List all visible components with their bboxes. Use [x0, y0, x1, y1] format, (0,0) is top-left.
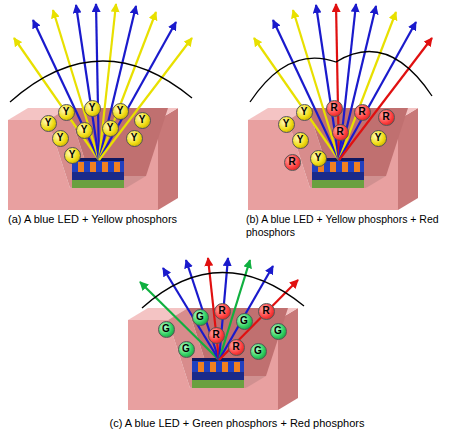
- phosphor-letter: Y: [315, 153, 322, 163]
- phosphor-particle: R: [214, 303, 231, 320]
- phosphor-letter: G: [182, 344, 190, 354]
- led-package-a: [8, 4, 192, 210]
- phosphor-letter: G: [162, 324, 170, 334]
- phosphor-particle: Y: [296, 104, 313, 121]
- phosphor-particle: Y: [64, 147, 81, 164]
- phosphor-particle: Y: [76, 122, 93, 139]
- phosphor-letter: Y: [283, 119, 290, 129]
- phosphor-letter: R: [336, 127, 343, 137]
- phosphor-letter: Y: [131, 133, 138, 143]
- phosphor-particle: Y: [278, 116, 295, 133]
- phosphor-letter: R: [262, 306, 269, 316]
- phosphor-particle: R: [228, 339, 245, 356]
- phosphor-letter: Y: [297, 135, 304, 145]
- led-package-b: [248, 4, 432, 210]
- phosphor-particle: Y: [112, 103, 129, 120]
- phosphor-letter: Y: [375, 133, 382, 143]
- phosphor-particle: Y: [58, 104, 75, 121]
- phosphor-particle: R: [284, 154, 301, 171]
- phosphor-letter: R: [288, 157, 295, 167]
- phosphor-letter: Y: [89, 103, 96, 113]
- panel-caption: (c) A blue LED + Green phosphors + Red p…: [40, 417, 434, 430]
- phosphor-particle: Y: [370, 130, 387, 147]
- phosphor-letter: G: [274, 326, 282, 336]
- phosphor-particle: R: [378, 109, 395, 126]
- panel-caption: (a) A blue LED + Yellow phosphors: [8, 213, 238, 226]
- phosphor-particle: Y: [102, 120, 119, 137]
- phosphor-particle: G: [158, 321, 175, 338]
- phosphor-letter: Y: [117, 106, 124, 116]
- phosphor-letter: G: [254, 346, 262, 356]
- phosphor-letter: R: [330, 103, 337, 113]
- phosphor-letter: Y: [45, 118, 52, 128]
- phosphor-letter: G: [240, 316, 248, 326]
- phosphor-particle: G: [236, 313, 253, 330]
- phosphor-particle: R: [326, 100, 343, 117]
- phosphor-letter: R: [218, 306, 225, 316]
- phosphor-letter: R: [232, 342, 239, 352]
- phosphor-particle: R: [354, 104, 371, 121]
- phosphor-particle: Y: [40, 115, 57, 132]
- phosphor-letter: R: [382, 112, 389, 122]
- phosphor-particle: G: [192, 309, 209, 326]
- phosphor-particle: Y: [52, 130, 69, 147]
- phosphor-letter: G: [196, 312, 204, 322]
- phosphor-letter: Y: [301, 107, 308, 117]
- phosphor-particle: G: [250, 343, 267, 360]
- phosphor-particle: G: [178, 341, 195, 358]
- phosphor-particle: R: [208, 327, 225, 344]
- phosphor-particle: Y: [292, 132, 309, 149]
- phosphor-particle: R: [258, 303, 275, 320]
- panel-caption: (b) A blue LED + Yellow phosphors + Red …: [246, 213, 472, 238]
- phosphor-letter: Y: [139, 115, 146, 125]
- phosphor-letter: Y: [69, 150, 76, 160]
- phosphor-letter: Y: [57, 133, 64, 143]
- phosphor-letter: R: [212, 330, 219, 340]
- led-package-c: [128, 258, 304, 410]
- phosphor-particle: G: [270, 323, 287, 340]
- phosphor-particle: Y: [310, 150, 327, 167]
- phosphor-particle: Y: [84, 100, 101, 117]
- phosphor-particle: Y: [134, 112, 151, 129]
- phosphor-particle: R: [332, 124, 349, 141]
- phosphor-letter: R: [358, 107, 365, 117]
- phosphor-particle: Y: [126, 130, 143, 147]
- phosphor-letter: Y: [63, 107, 70, 117]
- phosphor-letter: Y: [81, 125, 88, 135]
- phosphor-letter: Y: [107, 123, 114, 133]
